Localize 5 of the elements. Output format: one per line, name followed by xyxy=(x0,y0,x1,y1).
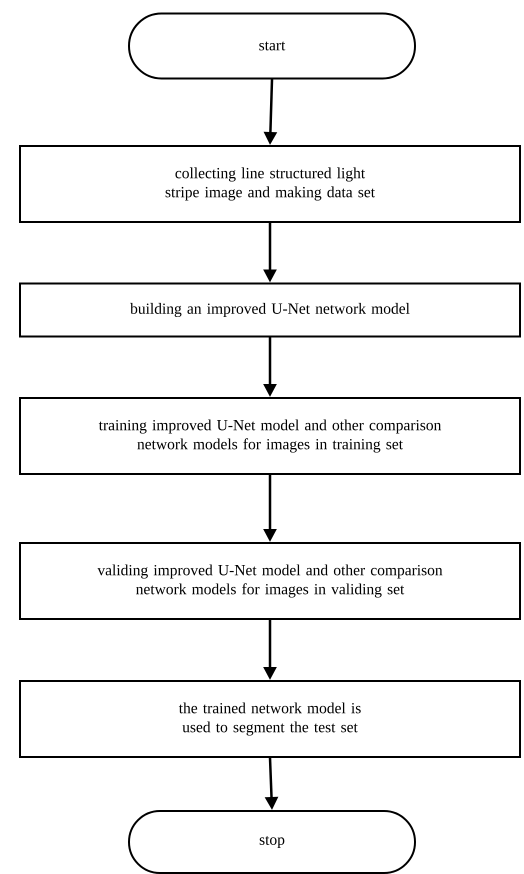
process-box: training improved U-Net model and other comparison network models for images in training set xyxy=(19,397,521,475)
process-box: validing improved U-Net model and other comparison network models for images in validing set xyxy=(19,542,521,620)
process-box: the trained network model is used to segment the test set xyxy=(19,680,521,758)
process-box: collecting line structured light stripe image and making data set xyxy=(19,145,521,223)
process-box: building an improved U-Net network model xyxy=(19,282,521,338)
